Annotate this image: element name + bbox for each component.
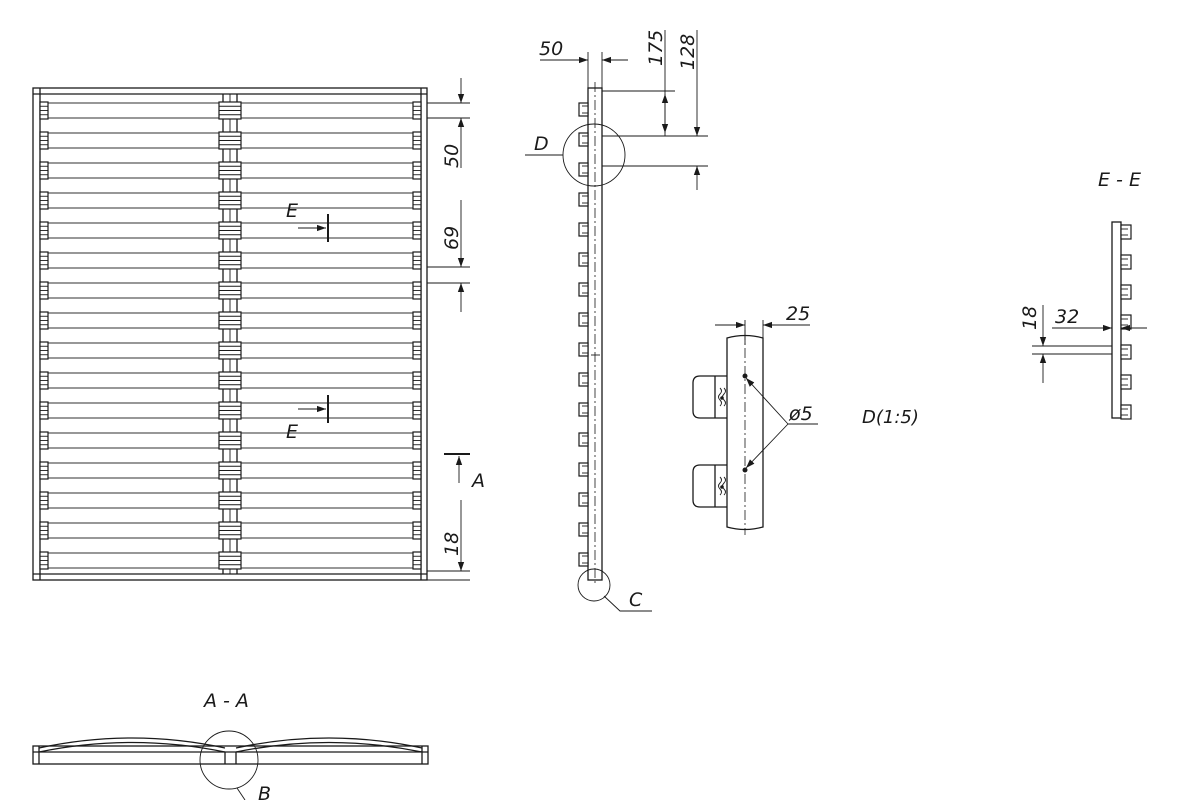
section-e-slat-profile (1120, 224, 1132, 240)
detail-d-title: D(1:5) (862, 407, 919, 428)
dimension-25-label: 25 (786, 303, 810, 325)
dimension-175-label: 175 (645, 30, 667, 66)
dimension-69-front: 69 (427, 200, 470, 312)
slat (39, 401, 422, 420)
section-e-slat-profile (1120, 254, 1132, 270)
section-a-view: A - A B (32, 690, 429, 800)
side-slat-profile (578, 222, 589, 237)
section-e-title: E - E (1098, 169, 1141, 191)
dimension-32-section-e: 32 (1052, 306, 1147, 332)
dimension-50-label: 50 (441, 144, 463, 168)
section-mark-e-bottom: E (286, 395, 329, 443)
section-a-frame (32, 745, 429, 765)
callout-b-label: B (258, 783, 271, 800)
dimension-128-label: 128 (677, 34, 699, 70)
dimension-50-side: 50 (539, 38, 628, 88)
side-slat-profile (578, 132, 589, 147)
side-slat-profile (578, 252, 589, 267)
side-slat-profile (578, 312, 589, 327)
callout-d: D (525, 123, 626, 187)
callout-c-label: C (629, 589, 643, 611)
slat (39, 311, 422, 330)
side-slat-profile (578, 462, 589, 477)
side-slat-profile (578, 162, 589, 177)
side-slat-profile (578, 552, 589, 567)
slat (39, 101, 422, 120)
section-e-slat-profile (1120, 314, 1132, 330)
section-mark-e-bottom-label: E (286, 421, 298, 443)
section-e-slat-profile (1120, 344, 1132, 360)
dimension-175-side: 175 (602, 30, 675, 137)
slat (39, 371, 422, 390)
dimension-128-side: 128 (602, 30, 708, 190)
side-slat-profile (578, 102, 589, 117)
hole-leader: ø5 (745, 377, 818, 469)
slat (39, 461, 422, 480)
side-slat-profile (578, 402, 589, 417)
side-slat-profile (578, 282, 589, 297)
side-slat-profile (578, 432, 589, 447)
section-mark-a-label: A (470, 470, 485, 492)
detail-slat-bottom (692, 464, 727, 508)
dimension-18-front: 18 (427, 500, 470, 581)
detail-holes (720, 373, 748, 489)
section-mark-e-top: E (286, 200, 329, 242)
section-e-slat-profiles (1120, 224, 1132, 420)
side-slat-profile (578, 342, 589, 357)
slat (39, 281, 422, 300)
section-mark-e-top-label: E (286, 200, 298, 222)
slat (39, 251, 422, 270)
detail-slat-top (692, 375, 727, 419)
slat (39, 131, 422, 150)
slat (39, 161, 422, 180)
section-e-slat-profile (1120, 374, 1132, 390)
hole-diameter-label: ø5 (788, 403, 813, 425)
dimension-32-label: 32 (1055, 306, 1079, 328)
slat (39, 221, 422, 240)
side-slat-profile (578, 192, 589, 207)
frame-outer (32, 87, 428, 581)
section-a-title: A - A (202, 690, 249, 712)
dimension-50-front: 50 (427, 78, 470, 168)
dimension-18-section-e-label: 18 (1019, 306, 1041, 330)
slat (39, 521, 422, 540)
side-slat-profile (578, 492, 589, 507)
section-mark-a: A (444, 453, 485, 492)
section-e-bar (1111, 221, 1122, 419)
section-a-slat-left (38, 737, 226, 749)
section-e-view: E - E 18 32 (1019, 169, 1147, 420)
dimension-18-label: 18 (441, 532, 463, 556)
slat (39, 431, 422, 450)
side-slat-profile (578, 372, 589, 387)
callout-d-label: D (534, 133, 549, 155)
side-slat-profile (578, 522, 589, 537)
dimension-69-label: 69 (441, 226, 463, 250)
side-slat-profiles (578, 102, 589, 567)
section-e-slat-profile (1120, 284, 1132, 300)
detail-bar (726, 334, 764, 531)
slat (39, 191, 422, 210)
detail-d-view: 25 ø5 D(1:5) (692, 303, 919, 535)
slat (39, 491, 422, 510)
slats (39, 101, 422, 570)
dimension-50-side-label: 50 (539, 38, 563, 60)
section-a-slat-right (235, 737, 423, 749)
slat (39, 341, 422, 360)
callout-b: B (199, 730, 271, 800)
dimension-25-detail: 25 (715, 303, 810, 345)
dimension-18-section-e: 18 (1019, 305, 1112, 383)
front-view: 50 69 18 E E (32, 78, 485, 581)
section-e-slat-profile (1120, 404, 1132, 420)
side-view: D C 50 175 (525, 30, 708, 612)
callout-c: C (577, 568, 652, 612)
slat (39, 551, 422, 570)
